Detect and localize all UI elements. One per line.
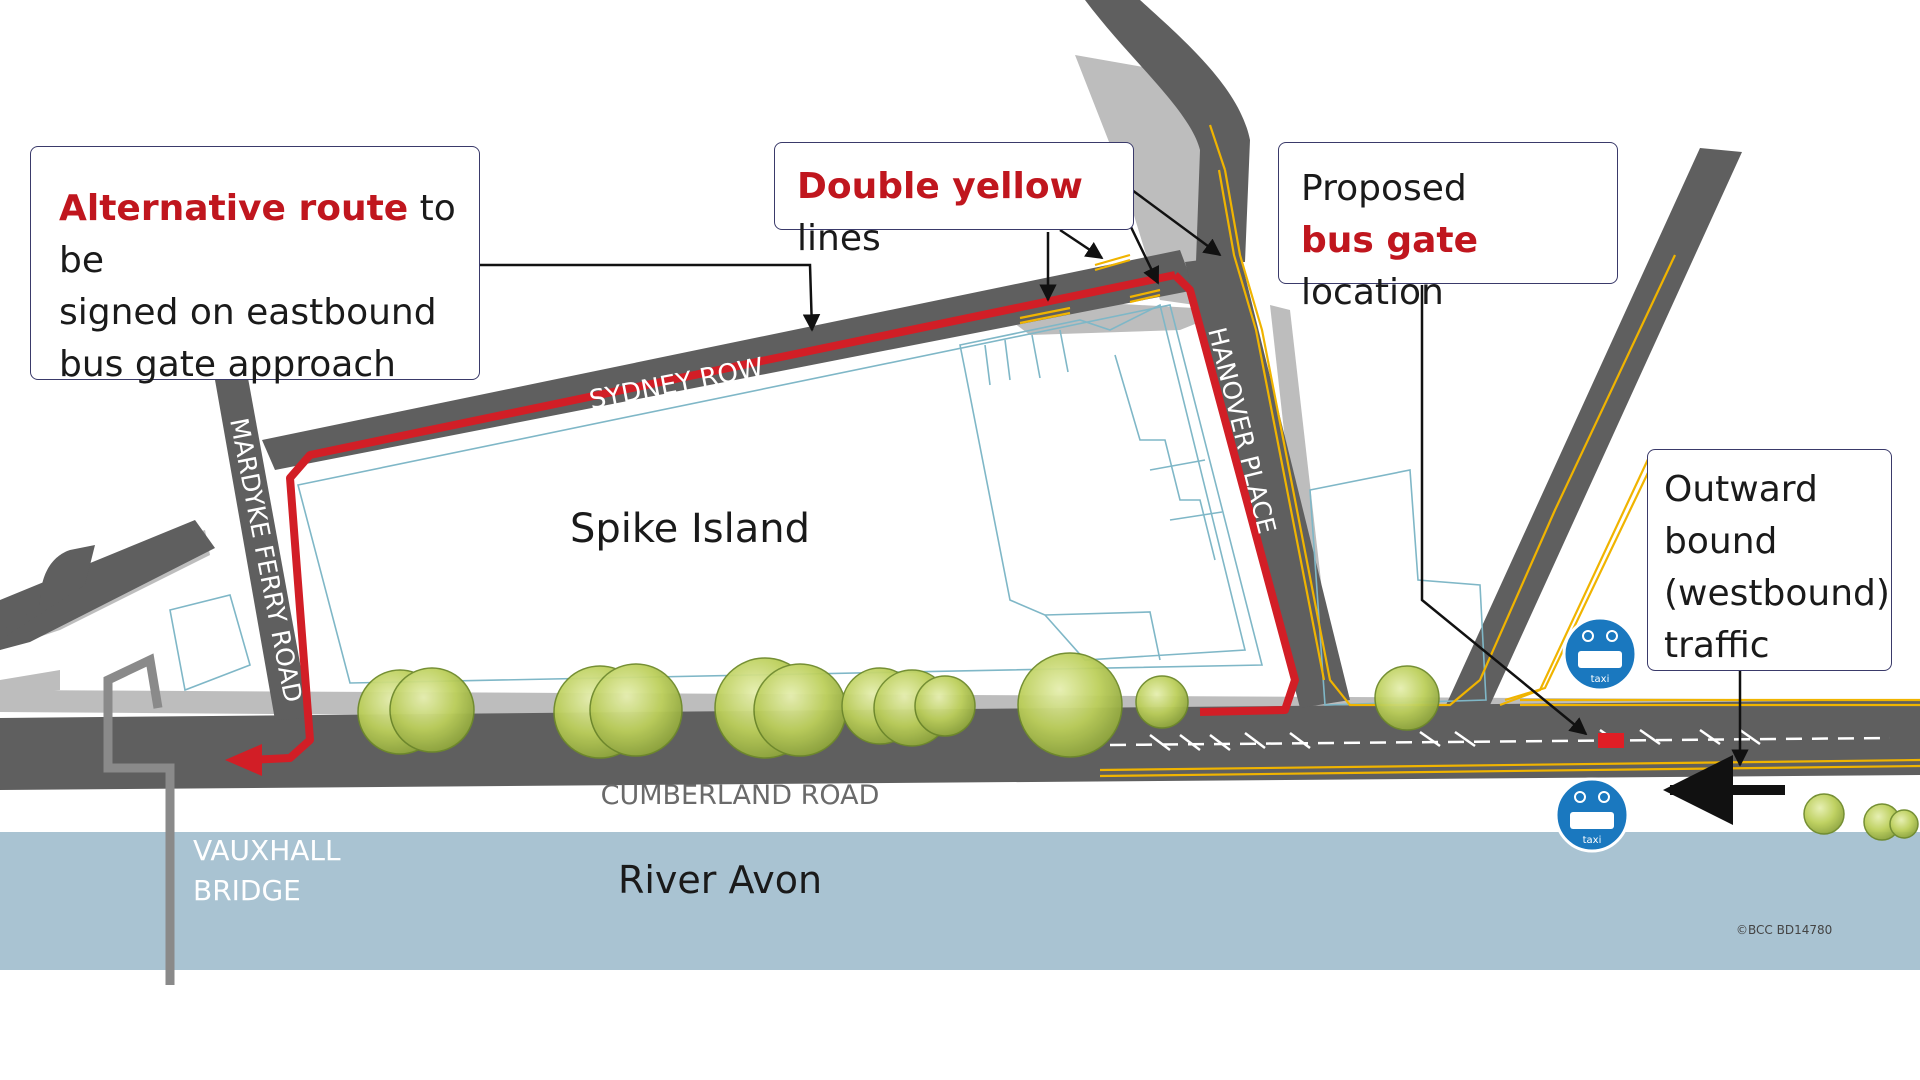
taxi-label-bottom: taxi [1583, 835, 1602, 846]
tree-icon [357, 652, 1919, 841]
spike-island-label: Spike Island [570, 506, 810, 552]
outward-bound-callout: Outward bound (westbound) traffic [1647, 449, 1892, 671]
alternative-route-callout: Alternative route to be signed on eastbo… [30, 146, 480, 385]
bus-taxi-cycle-sign-icon: taxi [1562, 616, 1638, 692]
bus-gate-callout: Proposed bus gate location [1278, 142, 1618, 313]
alternative-route-line-west [249, 271, 1176, 764]
vauxhall-bridge [103, 653, 175, 985]
cumberland-road-label: CUMBERLAND ROAD [601, 780, 880, 811]
outward-line1: Outward [1664, 469, 1818, 510]
double-yellow-rest: lines [797, 218, 881, 259]
alternative-route-line1-rest: to be [59, 188, 456, 281]
road-markings [1109, 728, 1891, 751]
bus-gate-rest: location [1301, 272, 1444, 313]
alternative-route-highlight: Alternative route [59, 188, 409, 229]
double-yellow-highlight: Double yellow [797, 166, 1083, 207]
bus-gate-highlight: bus gate [1301, 220, 1479, 261]
bus-taxi-cycle-sign-icon: taxi [1554, 777, 1630, 853]
vauxhall-bridge-label-line2: BRIDGE [193, 874, 301, 907]
bus-gate-line1: Proposed [1301, 168, 1467, 209]
vauxhall-bridge-label-line1: VAUXHALL [193, 834, 341, 867]
alternative-route-line3: bus gate approach [59, 344, 396, 385]
double-yellow-lines [1019, 124, 1920, 778]
copyright-label: ©BCC BD14780 [1736, 923, 1832, 937]
alternative-route-line2: signed on eastbound [59, 292, 437, 333]
taxi-label-top: taxi [1591, 674, 1610, 685]
double-yellow-callout: Double yellow lines [774, 142, 1134, 259]
route-arrow-icon [225, 744, 262, 776]
alternative-route-line [1172, 272, 1299, 716]
outward-line2: bound [1664, 521, 1778, 562]
outward-line4: traffic [1664, 625, 1770, 666]
bus-gate-marker-icon [1598, 733, 1624, 748]
callout-leaders [480, 188, 1749, 767]
buildings [169, 303, 1487, 706]
outward-line3: (westbound) [1664, 573, 1890, 614]
river-avon-label: River Avon [618, 858, 822, 902]
